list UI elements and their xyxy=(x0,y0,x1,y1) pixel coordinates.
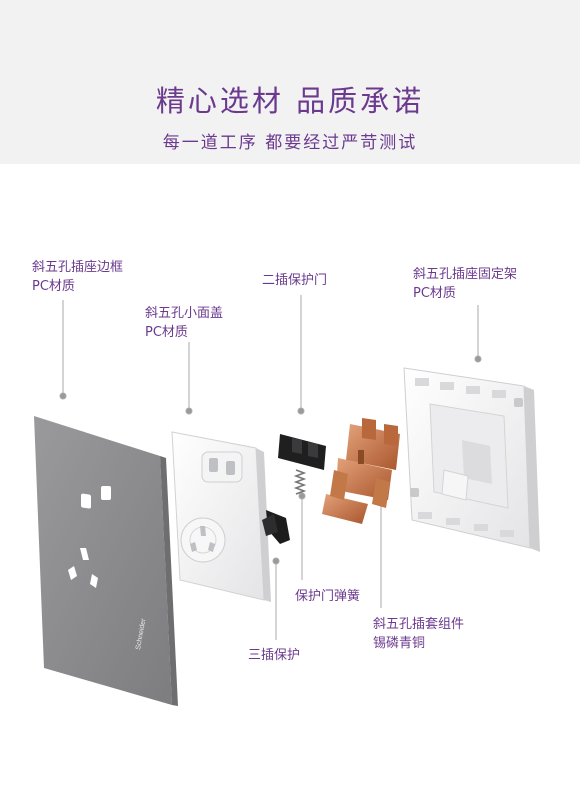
label-cover-material: PC材质 xyxy=(145,325,188,340)
label-frame: 斜五孔插座边框 PC材质 xyxy=(32,258,123,296)
socket-hole-earth-3 xyxy=(90,574,98,588)
label-spring-name: 保护门弹簧 xyxy=(295,589,361,604)
label-bracket-material: PC材质 xyxy=(413,286,456,301)
two-pin-shutter xyxy=(278,434,326,470)
label-shutter-name: 二插保护门 xyxy=(262,273,328,288)
label-cover-name: 斜五孔小面盖 xyxy=(145,306,224,321)
fixing-bracket xyxy=(403,367,540,552)
label-shutter: 二插保护门 xyxy=(262,271,327,290)
label-bracket-name: 斜五孔插座固定架 xyxy=(413,267,518,282)
small-cover xyxy=(171,431,271,602)
cover-hole-right xyxy=(226,461,235,475)
label-sleeve-material: 锡磷青铜 xyxy=(373,636,426,651)
leader-shutter-dot xyxy=(297,407,305,415)
label-cover: 斜五孔小面盖 PC材质 xyxy=(145,304,223,342)
socket-hole-earth-2 xyxy=(68,566,77,580)
page-subtitle: 每一道工序 都要经过严苛测试 xyxy=(162,133,418,153)
label-sleeve: 斜五孔插套组件 锡磷青铜 xyxy=(373,615,464,653)
socket-hole-left xyxy=(81,493,91,509)
socket-hole-right xyxy=(101,486,111,500)
label-spring: 保护门弹簧 xyxy=(295,587,360,606)
label-three-pin: 三插保护 xyxy=(248,646,300,665)
copper-sleeve-assembly xyxy=(322,418,400,524)
leader-cover-dot xyxy=(185,407,193,415)
label-frame-name: 斜五孔插座边框 xyxy=(32,260,124,275)
header-banner: 精心选材 品质承诺 每一道工序 都要经过严苛测试 xyxy=(0,0,580,164)
leader-bracket-dot xyxy=(474,355,482,363)
three-pin-protector xyxy=(262,510,290,544)
label-three-pin-name: 三插保护 xyxy=(248,648,301,663)
label-frame-material: PC材质 xyxy=(32,279,75,294)
shutter-spring xyxy=(293,469,307,495)
leader-three-pin-dot xyxy=(272,557,280,565)
exploded-socket-diagram: Schneider xyxy=(34,295,540,706)
socket-hole-earth-1 xyxy=(80,548,89,560)
frame-panel: Schneider xyxy=(34,416,178,706)
page-title: 精心选材 品质承诺 xyxy=(155,84,425,118)
leader-spring-dot xyxy=(298,492,306,500)
cover-hole-left xyxy=(209,458,218,472)
label-bracket: 斜五孔插座固定架 PC材质 xyxy=(413,265,517,303)
leader-frame-dot xyxy=(59,392,67,400)
label-sleeve-name: 斜五孔插套组件 xyxy=(373,617,465,632)
